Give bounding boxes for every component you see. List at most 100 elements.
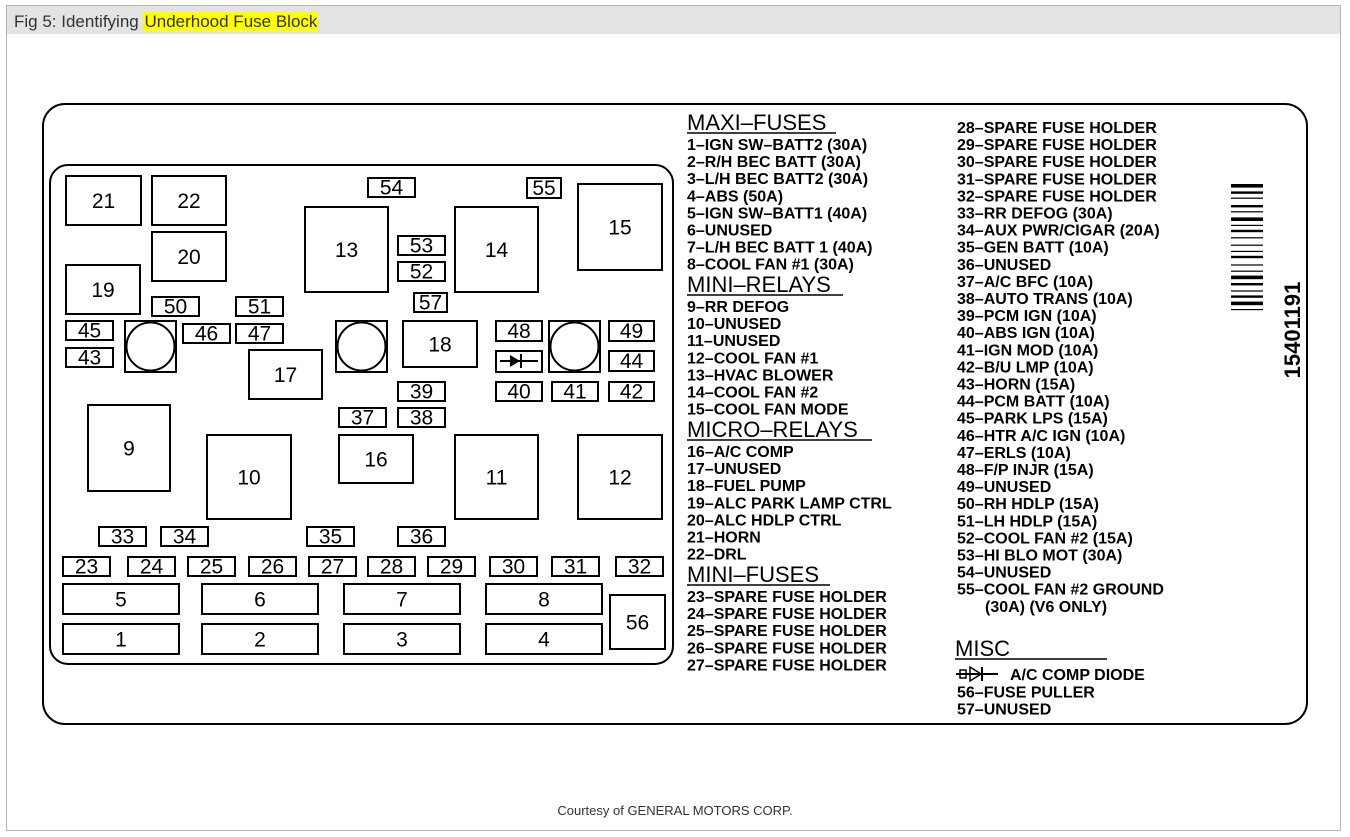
fuse-slot-number: 48 [507,320,530,343]
fuse-slot-frame [62,583,180,615]
legend-maxi-list: 1–IGN SW–BATT2 (30A)2–R/H BEC BATT (30A)… [687,137,873,274]
fuse-slot-frame [62,556,111,577]
legend-item: 25–SPARE FUSE HOLDER [687,623,887,640]
barcode [1231,184,1263,311]
fuse-slot-number: 20 [177,246,200,269]
barcode-bar [1231,237,1263,239]
legend-item: 43–HORN (15A) [957,377,1075,394]
fuse-slot-frame [526,177,562,199]
fuse-slot-19: 19 [65,264,141,315]
fuse-slot-52: 52 [397,260,446,283]
fuse-slot-25: 25 [187,555,236,578]
legend: MAXI–FUSES 1–IGN SW–BATT2 (30A)2–R/H BEC… [687,110,1164,719]
fuse-slot-number: 29 [440,555,463,578]
fuse-slot-35: 35 [306,525,355,548]
legend-mini-relays-title: MINI–RELAYS [687,272,831,297]
fuse-slot-number: 55 [532,177,555,200]
title-prefix: Fig 5: Identifying [14,12,144,31]
fuse-slot-frame [151,296,200,317]
fuse-slot-33: 33 [98,525,147,548]
fuse-slot-23: 23 [62,555,111,578]
fuse-slot-frame [304,206,389,293]
fuse-slot-number: 26 [261,555,284,578]
fuse-slot-number: 19 [91,279,114,302]
fuse-slot-frame [577,183,663,271]
fuse-slot-frame [367,556,416,577]
fuse-slot-46: 46 [182,322,231,345]
title-highlight: Underhood Fuse Block [143,12,319,31]
fuse-slot-13: 13 [304,206,389,293]
legend-item: 51–LH HDLP (15A) [957,513,1097,530]
fuse-slot-4: 4 [485,623,603,655]
fuse-slot-41: 41 [551,380,599,403]
round-socket-frame [335,320,388,373]
fuse-slot-number: 23 [75,555,98,578]
fuse-slot-24: 24 [127,555,176,578]
fuse-slot-number: 39 [410,380,433,403]
legend-item: 46–HTR A/C IGN (10A) [957,428,1125,445]
fuse-slot-frame [413,292,448,313]
fuse-slot-number: 14 [485,239,509,262]
barcode-bar [1231,290,1263,292]
fuse-slot-8: 8 [485,583,603,615]
fuse-slot-number: 6 [254,589,266,612]
legend-item: 13–HVAC BLOWER [687,367,834,384]
fuse-slot-number: 53 [410,234,433,257]
fuse-slot-number: 57 [419,291,442,314]
fuse-slot-frame [397,261,446,282]
fuse-slot-12: 12 [577,434,663,520]
fuse-slot-38: 38 [397,406,446,429]
fuse-slot-frame [551,381,599,402]
barcode-bar [1231,197,1263,199]
fuse-slot-51: 51 [235,295,284,318]
diode-slot-frame [495,350,543,373]
legend-item: 2–R/H BEC BATT (30A) [687,154,861,171]
fuse-slot-17: 17 [248,349,323,400]
fuse-slot-54: 54 [367,176,416,199]
barcode-bar [1231,275,1263,280]
legend-item: 52–COOL FAN #2 (15A) [957,530,1133,547]
fuse-slot-number: 27 [321,555,344,578]
fuse-slot-57: 57 [413,291,448,314]
fuse-slot-40: 40 [495,380,543,403]
legend-item: 28–SPARE FUSE HOLDER [957,120,1157,137]
fuse-slot-frame [397,381,446,402]
legend-item: 15–COOL FAN MODE [687,402,849,419]
fuse-slot-frame [160,526,209,547]
fuse-slot-number: 24 [140,555,164,578]
fuse-slot-frame [151,175,227,226]
label-border [42,103,1308,725]
legend-item: 26–SPARE FUSE HOLDER [687,640,887,657]
fuse-slot-53: 53 [397,234,446,257]
barcode-bar [1231,295,1263,298]
fuse-slot-20: 20 [151,231,227,282]
legend-item: 50–RH HDLP (15A) [957,496,1099,513]
fuse-slot-number: 28 [380,555,403,578]
legend-item: A/C COMP DIODE [1010,667,1145,684]
fuse-slot-number: 33 [111,525,134,548]
fuse-slot-frame [127,556,176,577]
legend-item: 6–UNUSED [687,223,772,240]
fuse-slot-number: 17 [274,364,297,387]
fuse-slot-26: 26 [248,555,297,578]
fuse-slot-number: 43 [78,346,101,369]
fuse-slot-frame [65,264,141,315]
legend-item: 31–SPARE FUSE HOLDER [957,171,1157,188]
fuse-slot-number: 45 [78,319,101,342]
legend-mini-fuses-title: MINI–FUSES [687,562,819,587]
fuse-slot-number: 44 [620,350,644,373]
legend-item: 16–A/C COMP [687,444,794,461]
round-socket-frame [548,320,601,373]
fuse-slot-frame [98,526,147,547]
legend-item: 34–AUX PWR/CIGAR (20A) [957,223,1160,240]
legend-item: 57–UNUSED [957,702,1051,719]
fuse-slot-number: 32 [628,555,651,578]
legend-item: 54–UNUSED [957,565,1051,582]
fuse-slot-frame [397,407,446,428]
fuse-slot-frame [206,434,292,520]
fuse-slot-frame [235,296,284,317]
legend-item: 17–UNUSED [687,461,781,478]
